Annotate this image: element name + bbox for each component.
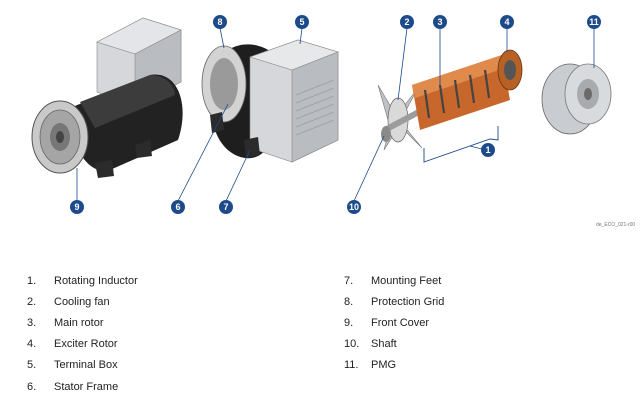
- svg-text:11: 11: [589, 17, 599, 27]
- svg-text:1: 1: [485, 145, 490, 155]
- callout-5: 5: [295, 15, 309, 29]
- callout-8: 8: [213, 15, 227, 29]
- legend-list-right: 7. Mounting Feet 8. Protection Grid 9. Fron…: [344, 270, 444, 376]
- pmg-unit: [541, 63, 612, 135]
- svg-text:6: 6: [175, 202, 180, 212]
- svg-text:8: 8: [217, 17, 222, 27]
- legend-number: 9.: [344, 316, 354, 329]
- legend-number: 3.: [27, 316, 37, 329]
- legend-item: 5. Terminal Box: [27, 355, 138, 376]
- legend-item: 10. Shaft: [344, 334, 444, 355]
- legend-list-left: 1. Rotating Inductor 2. Cooling fan 3. Main…: [27, 270, 138, 397]
- legend-label: Main rotor: [54, 316, 104, 329]
- callout-7: 7: [219, 200, 233, 214]
- callout-6: 6: [171, 200, 185, 214]
- legend-number: 7.: [344, 274, 354, 287]
- legend-number: 2.: [27, 295, 37, 308]
- legend-item: 3. Main rotor: [27, 312, 138, 333]
- callout-3: 3: [433, 15, 447, 29]
- legend-item: 7. Mounting Feet: [344, 270, 444, 291]
- legend-label: Exciter Rotor: [54, 338, 118, 351]
- legend-number: 1.: [27, 274, 37, 287]
- legend-label: Mounting Feet: [371, 274, 442, 287]
- legend-label: Protection Grid: [371, 295, 445, 308]
- reference-code: de_ECO_021-r00: [596, 222, 636, 228]
- leader-lines: [76, 27, 595, 202]
- svg-text:5: 5: [299, 17, 304, 27]
- legend-item: 9. Front Cover: [344, 312, 444, 333]
- svg-text:9: 9: [74, 202, 79, 212]
- legend-number: 5.: [27, 359, 37, 372]
- legend-label: Rotating Inductor: [54, 274, 138, 287]
- legend-item: 4. Exciter Rotor: [27, 334, 138, 355]
- legend-label: Cooling fan: [54, 295, 110, 308]
- callout-11: 11: [587, 15, 601, 29]
- legend-item: 6. Stator Frame: [27, 376, 138, 397]
- legend-number: 11.: [344, 359, 359, 372]
- legend-number: 8.: [344, 295, 354, 308]
- svg-text:4: 4: [504, 17, 509, 27]
- legend-item: 1. Rotating Inductor: [27, 270, 138, 291]
- legend-number: 6.: [27, 380, 37, 393]
- svg-text:7: 7: [223, 202, 228, 212]
- callout-9: 9: [70, 200, 84, 214]
- legend-item: 8. Protection Grid: [344, 291, 444, 312]
- svg-text:10: 10: [349, 202, 359, 212]
- callout-4: 4: [500, 15, 514, 29]
- legend-label: Terminal Box: [54, 359, 118, 372]
- alternator-diagram: 8 5 2 3 4 11 1 9 6 7 10: [31, 15, 612, 214]
- legend-item: 11. PMG: [344, 355, 444, 376]
- legend-label: PMG: [371, 359, 397, 372]
- generator-rear-view: [201, 39, 339, 163]
- legend-item: 2. Cooling fan: [27, 291, 138, 312]
- callout-2: 2: [400, 15, 414, 29]
- generator-front-view: [31, 17, 183, 178]
- legend-number: 10.: [344, 338, 360, 351]
- svg-text:3: 3: [437, 17, 442, 27]
- legend-label: Stator Frame: [54, 380, 119, 393]
- callout-10: 10: [347, 200, 361, 214]
- rotor-assembly: [377, 49, 523, 151]
- legend-number: 4.: [27, 338, 37, 351]
- legend-label: Front Cover: [371, 316, 430, 329]
- svg-text:2: 2: [404, 17, 409, 27]
- legend-label: Shaft: [371, 338, 397, 351]
- callout-1: 1: [481, 143, 495, 157]
